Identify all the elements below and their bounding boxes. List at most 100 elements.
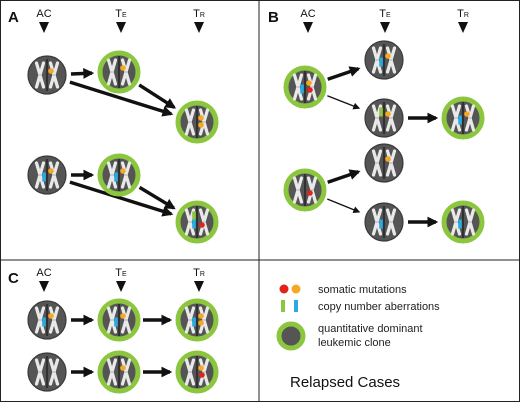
legend-blue-cna-bar <box>294 300 298 312</box>
panel-c-column-headers: AC TE TR <box>36 267 205 279</box>
legend-red-mutation-dot <box>279 284 289 294</box>
evolution-arrows <box>69 66 439 378</box>
orange-mutation-dot <box>198 320 204 326</box>
panel-label-b: B <box>268 9 279 26</box>
column-label-te: TE <box>115 267 127 279</box>
cell-c-6 <box>175 350 219 394</box>
orange-mutation-dot <box>48 168 54 174</box>
evolution-arrow <box>326 198 361 214</box>
red-mutation-dot <box>307 87 313 93</box>
column-label-tr: TR <box>457 8 469 20</box>
legend-cna-label: copy number aberrations <box>318 301 440 313</box>
red-mutation-dot <box>199 372 205 378</box>
green-cna-bar <box>192 211 196 221</box>
cell-b-3 <box>364 98 404 138</box>
cell-b-5 <box>283 168 327 212</box>
cell-a-4 <box>27 155 67 195</box>
timepoint-triangle-marker <box>116 281 126 292</box>
evolution-arrow <box>69 80 174 117</box>
blue-cna-bar <box>379 219 383 229</box>
cell-b-8 <box>441 200 485 244</box>
legend-dominant-clone-circle <box>276 321 306 351</box>
timepoint-triangle-marker <box>39 22 49 33</box>
cell-c-4 <box>27 352 67 392</box>
orange-mutation-dot <box>385 53 391 59</box>
column-label-tr: TR <box>193 267 205 279</box>
evolution-arrow <box>69 180 174 217</box>
blue-cna-bar <box>42 317 46 327</box>
cell-a-3 <box>175 100 219 144</box>
orange-mutation-dot <box>385 156 391 162</box>
blue-cna-bar <box>300 84 304 94</box>
blue-cna-bar <box>114 317 118 327</box>
column-label-te: TE <box>379 8 391 20</box>
green-cna-bar <box>379 107 383 117</box>
blue-cna-bar <box>192 219 196 229</box>
orange-mutation-dot <box>120 365 126 371</box>
cell-c-1 <box>27 300 67 340</box>
blue-cna-bar <box>192 317 196 327</box>
panel-b-column-headers: AC TE TR <box>300 8 469 20</box>
column-label-ac: AC <box>36 267 51 279</box>
cell-c-5 <box>97 350 141 394</box>
legend: somatic mutations copy number aberration… <box>276 284 440 391</box>
orange-mutation-dot <box>306 80 312 86</box>
orange-mutation-dot <box>385 111 391 117</box>
timepoint-triangle-marker <box>458 22 468 33</box>
column-label-ac: AC <box>300 8 315 20</box>
cell-a-5 <box>97 153 141 197</box>
orange-mutation-dot <box>198 115 204 121</box>
legend-title: Relapsed Cases <box>290 374 400 391</box>
cell-c-2 <box>97 298 141 342</box>
cell-a-1 <box>27 55 67 95</box>
evolution-arrow <box>70 68 95 79</box>
blue-cna-bar <box>42 172 46 182</box>
cell-a-6 <box>175 200 219 244</box>
panel-label-c: C <box>8 270 19 287</box>
panel-a-column-headers: AC TE TR <box>36 8 205 20</box>
cell-a-2 <box>97 50 141 94</box>
timepoint-triangle-marker <box>116 22 126 33</box>
cell-b-2 <box>364 40 404 80</box>
cell-b-1 <box>283 65 327 109</box>
clone-cells <box>27 40 485 394</box>
evolution-arrow <box>138 83 177 109</box>
evolution-arrow <box>138 185 176 210</box>
legend-clone-label-line1: quantitative dominant <box>318 323 423 335</box>
legend-orange-mutation-dot <box>291 284 301 294</box>
timepoint-markers <box>39 22 468 292</box>
orange-mutation-dot <box>198 365 204 371</box>
legend-clone-label-line2: leukemic clone <box>318 337 391 349</box>
column-label-ac: AC <box>36 8 51 20</box>
evolution-arrow <box>327 169 361 184</box>
orange-mutation-dot <box>198 313 204 319</box>
cell-b-7 <box>364 202 404 242</box>
legend-green-cna-bar <box>281 300 285 312</box>
red-mutation-dot <box>307 190 313 196</box>
evolution-arrow <box>327 95 361 110</box>
orange-mutation-dot <box>464 111 470 117</box>
cell-c-3 <box>175 298 219 342</box>
timepoint-triangle-marker <box>194 22 204 33</box>
orange-mutation-dot <box>48 313 54 319</box>
blue-cna-bar <box>114 172 118 182</box>
timepoint-triangle-marker <box>303 22 313 33</box>
column-label-tr: TR <box>193 8 205 20</box>
red-mutation-dot <box>199 222 205 228</box>
timepoint-triangle-marker <box>380 22 390 33</box>
orange-mutation-dot <box>120 313 126 319</box>
orange-mutation-dot <box>120 168 126 174</box>
panel-label-a: A <box>8 9 19 26</box>
column-label-te: TE <box>115 8 127 20</box>
legend-somatic-label: somatic mutations <box>318 284 407 296</box>
timepoint-triangle-marker <box>194 281 204 292</box>
orange-mutation-dot <box>120 65 126 71</box>
blue-cna-bar <box>458 115 462 125</box>
evolution-arrow <box>327 66 361 81</box>
blue-cna-bar <box>379 57 383 67</box>
orange-mutation-dot <box>198 122 204 128</box>
